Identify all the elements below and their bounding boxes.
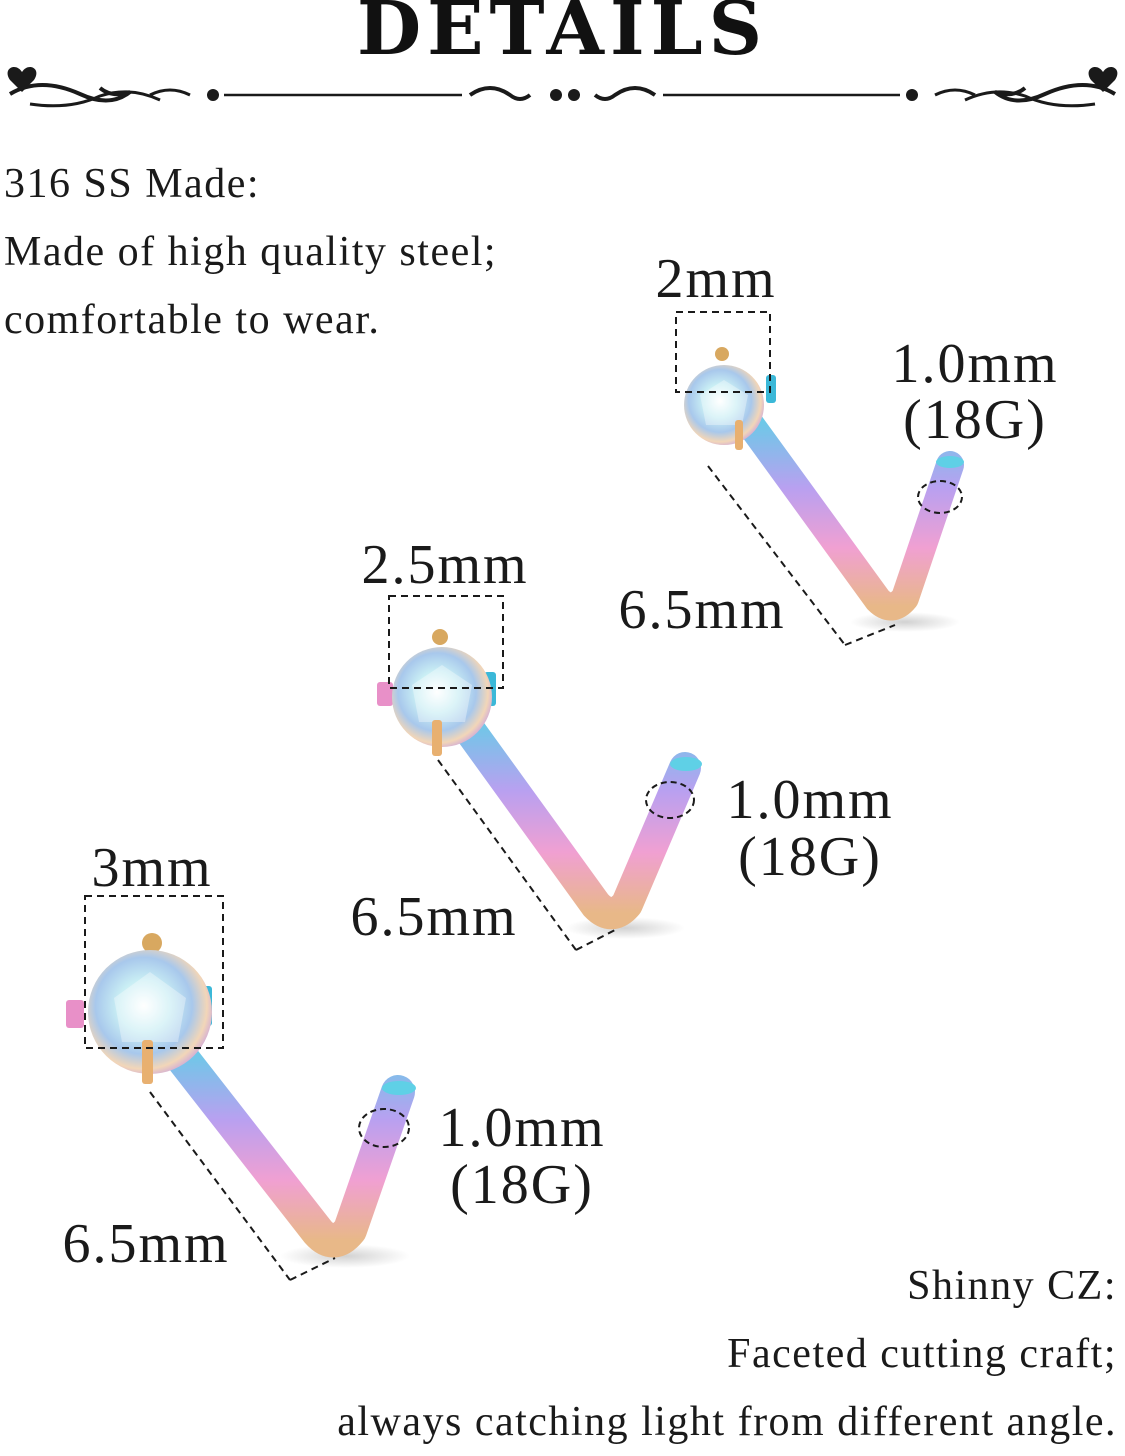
stud-3mm: 3mm 1.0mm (18G) 6.5mm — [62, 837, 605, 1281]
material-heading: 316 SS Made: — [4, 161, 261, 207]
gem-size-label: 2mm — [655, 248, 776, 310]
gauge-g-label: (18G) — [450, 1154, 594, 1216]
gauge-g-label: (18G) — [738, 826, 882, 888]
gem-2-5mm — [377, 629, 496, 756]
stud-2-5mm: 2.5mm 1.0mm (18G) 6.5mm — [350, 534, 893, 951]
heart-scroll-icon — [7, 66, 161, 108]
cz-line-1: Faceted cutting craft; — [727, 1331, 1117, 1377]
gem-size-label: 3mm — [91, 837, 212, 899]
gem-size-label: 2.5mm — [361, 534, 528, 596]
gem-size-box — [388, 595, 504, 689]
length-label: 6.5mm — [618, 579, 785, 641]
gem-3mm — [66, 933, 212, 1084]
material-line-2: comfortable to wear. — [4, 297, 381, 343]
gem-size-box — [675, 311, 771, 393]
gauge-g-label: (18G) — [903, 389, 1047, 451]
material-line-1: Made of high quality steel; — [4, 229, 498, 275]
ornament-divider — [7, 66, 1118, 108]
page-title: DETAILS — [356, 0, 769, 72]
length-label: 6.5mm — [62, 1213, 229, 1275]
cz-description: Shinny CZ: Faceted cutting craft; always… — [337, 1252, 1117, 1456]
gem-size-box — [84, 895, 224, 1049]
material-description: 316 SS Made: Made of high quality steel;… — [4, 150, 497, 354]
cz-line-2: always catching light from different ang… — [337, 1399, 1117, 1445]
heart-scroll-icon — [964, 66, 1118, 108]
gauge-mm-label: 1.0mm — [726, 769, 893, 831]
stud-2mm: 2mm 1.0mm (18G) 6.5mm — [618, 248, 1058, 646]
gauge-mm-label: 1.0mm — [891, 333, 1058, 395]
gauge-mm-label: 1.0mm — [438, 1097, 605, 1159]
length-label: 6.5mm — [350, 886, 517, 948]
cz-heading: Shinny CZ: — [907, 1263, 1117, 1309]
